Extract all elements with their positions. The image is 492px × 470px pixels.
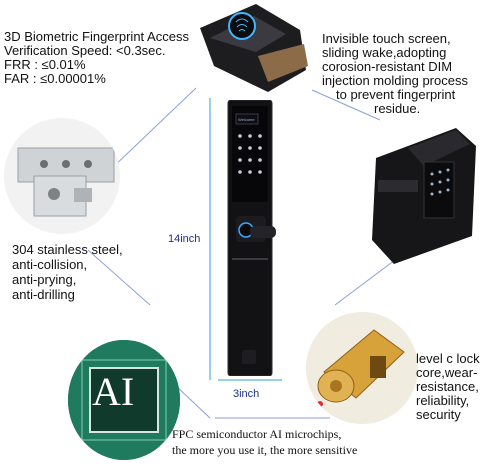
chip-block: FPC semiconductor AI microchips, the mor… — [172, 426, 357, 458]
ai-chip-circle — [68, 340, 180, 460]
spec-line-3: FRR : ≤0.01% — [4, 57, 86, 72]
chip-line-1: FPC semiconductor AI microchips, — [172, 427, 342, 441]
callout-line-top-left — [109, 87, 197, 171]
spec-line-4: FAR : ≤0.00001% — [4, 71, 106, 86]
touch-line-5: to prevent fingerprint — [336, 87, 456, 102]
height-label: 14inch — [168, 233, 201, 245]
chip-line-2: the more you use it, the more sensitive — [172, 443, 358, 457]
installed-lock-circle — [360, 118, 478, 266]
ai-chip-label: AI — [92, 369, 135, 414]
lock-line-4: reliability, — [416, 393, 470, 408]
callout-line-lock — [334, 259, 396, 306]
mortise-photo-circle — [4, 118, 120, 234]
touch-line-1: Invisible touch screen, — [322, 31, 451, 46]
steel-line-3: anti-prying, — [12, 272, 77, 287]
steel-line-2: anti-collision, — [12, 257, 88, 272]
touch-line-3: corosion-resistant DIM — [322, 59, 453, 74]
width-label: 3inch — [233, 388, 260, 400]
steel-block: 304 stainless steel, anti-collision, ant… — [12, 242, 123, 302]
lock-block: level c lock core,wear- resistance, reli… — [416, 352, 480, 422]
lock-screen-label: Welcome — [238, 117, 255, 122]
spec-block: 3D Biometric Fingerprint Access Verifica… — [4, 30, 189, 86]
lock-line-3: resistance, — [416, 379, 479, 394]
touch-line-6: residue. — [374, 101, 421, 116]
touch-block: Invisible touch screen, sliding wake,ado… — [322, 32, 468, 116]
touch-line-2: sliding wake,adopting — [322, 45, 447, 60]
lock-line-5: security — [416, 407, 461, 422]
touch-line-4: injection molding process — [322, 73, 468, 88]
lock-line-1: level c lock — [416, 351, 480, 366]
spec-line-1: 3D Biometric Fingerprint Access — [4, 29, 189, 44]
lock-line-2: core,wear- — [416, 365, 478, 380]
steel-line-4: anti-drilling — [12, 287, 75, 302]
lock-closeup-photo — [196, 0, 312, 95]
lock-cylinder-circle — [306, 312, 418, 424]
steel-line-1: 304 stainless steel, — [12, 242, 123, 257]
smart-lock-body — [224, 100, 276, 376]
spec-line-2: Verification Speed: <0.3sec. — [4, 43, 166, 58]
callout-line-steel — [87, 249, 151, 306]
callout-line-top-right — [311, 89, 381, 121]
